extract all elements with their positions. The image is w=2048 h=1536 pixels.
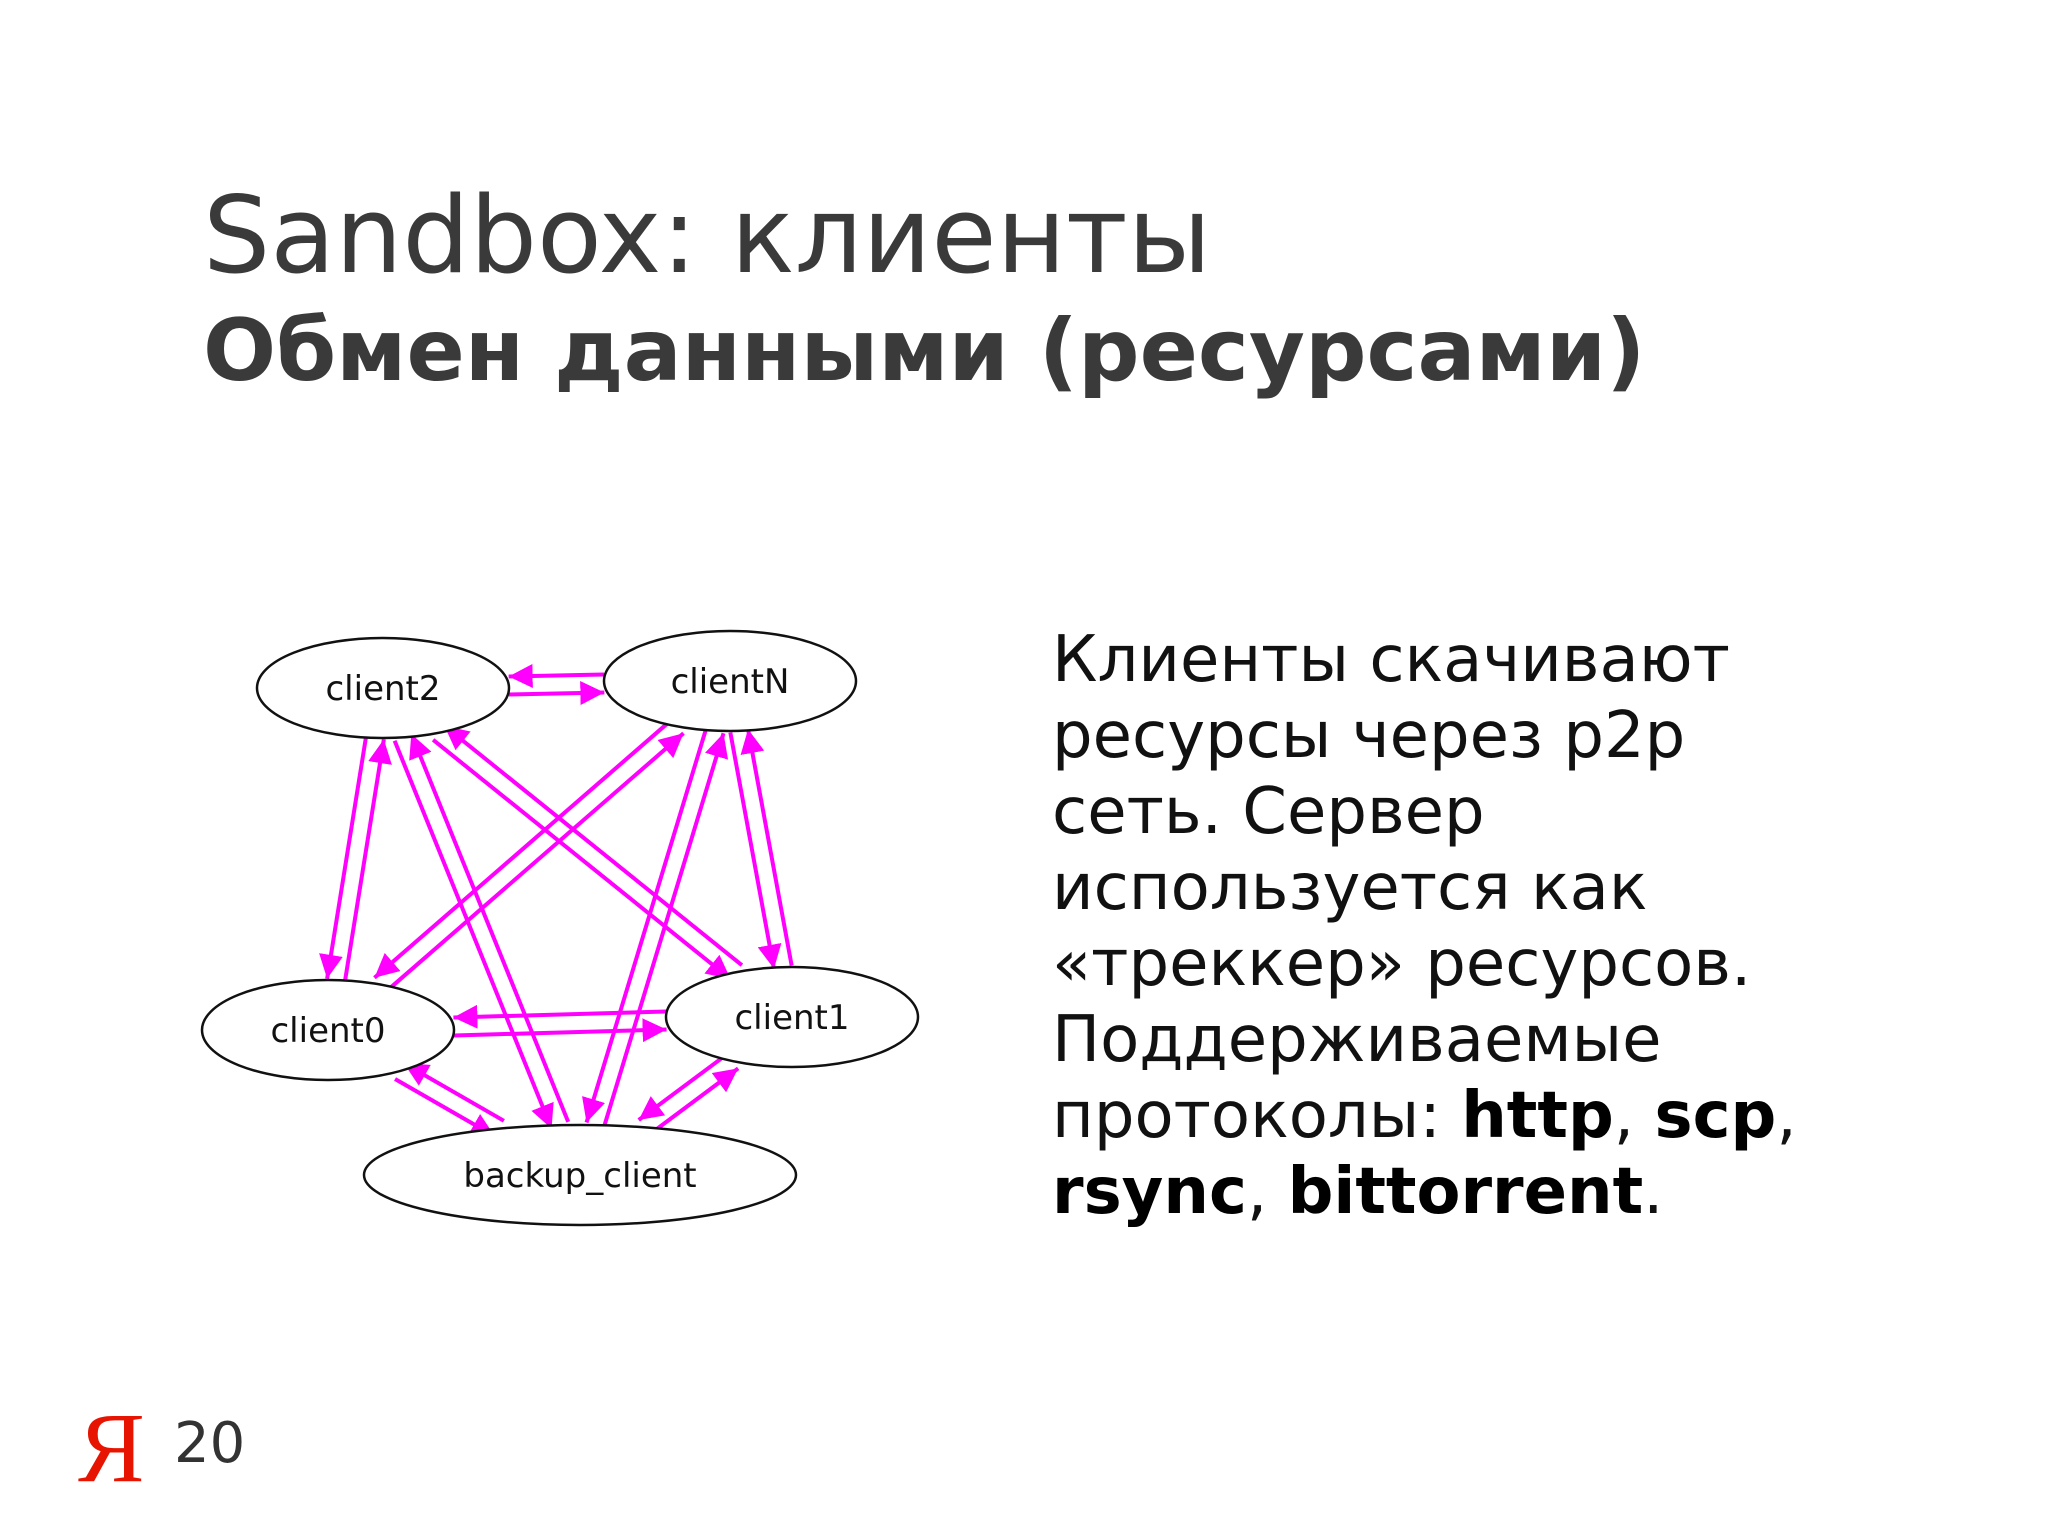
protocol-bittorrent: bittorrent [1287, 1155, 1644, 1229]
edge-client2-to-backup_client [392, 739, 554, 1130]
edge-backup_client-to-client0 [403, 1061, 505, 1123]
edge-backup_client-to-clientN [601, 732, 729, 1129]
node-clientN: clientN [602, 629, 858, 733]
edge-client0-to-backup_client [394, 1077, 496, 1139]
node-client1: client1 [664, 965, 920, 1069]
edge-client1-to-client2 [443, 724, 744, 967]
node-backup-client: backup_client [362, 1123, 798, 1227]
protocol-http: http [1461, 1079, 1614, 1153]
node-client2: client2 [255, 636, 511, 740]
protocols-line-2: rsync, bittorrent. [1052, 1154, 1952, 1230]
description-line: ресурсы через p2p [1052, 699, 1686, 773]
period: . [1643, 1155, 1664, 1229]
node-client0: client0 [200, 978, 456, 1082]
edge-client1-to-backup_client [637, 1052, 729, 1122]
slide-subtitle: Обмен данными (ресурсами) [203, 301, 1646, 401]
protocols-prefix: протоколы: [1052, 1079, 1462, 1153]
description-line: Поддерживаемые [1052, 1003, 1662, 1077]
edge-client2-to-client1 [431, 738, 732, 981]
edge-client1-to-client0 [453, 1004, 667, 1029]
description-line: Клиенты скачивают [1052, 623, 1730, 697]
edge-clientN-to-client2 [508, 663, 605, 688]
edge-backup_client-to-client2 [409, 733, 571, 1123]
edge-client2-to-client0 [319, 736, 369, 979]
edge-client0-to-client1 [453, 1018, 667, 1043]
separator: , [1613, 1079, 1655, 1153]
description-line: «треккер» ресурсов. [1052, 927, 1752, 1001]
separator: , [1776, 1079, 1797, 1153]
edge-backup_client-to-client1 [648, 1066, 740, 1137]
node-label: client0 [270, 1011, 385, 1051]
slide-title: Sandbox: клиенты [203, 174, 1212, 297]
description-line: сеть. Сервер [1052, 775, 1485, 849]
node-label: backup_client [463, 1156, 696, 1196]
node-label: client1 [734, 998, 849, 1038]
edge-client2-to-clientN [508, 681, 605, 706]
edge-client0-to-client2 [342, 739, 392, 982]
protocol-scp: scp [1654, 1079, 1777, 1153]
protocols-line: протоколы: http, scp, [1052, 1078, 1952, 1154]
yandex-logo: Я [78, 1392, 145, 1503]
diagram-edges [319, 663, 794, 1139]
edge-client0-to-clientN [384, 731, 685, 993]
page-number: 20 [174, 1411, 246, 1476]
description-line: используется как [1052, 851, 1648, 925]
edge-clientN-to-client0 [373, 718, 674, 980]
edge-clientN-to-backup_client [582, 727, 709, 1124]
separator: , [1246, 1155, 1288, 1229]
protocol-rsync: rsync [1052, 1155, 1247, 1229]
edge-client1-to-clientN [740, 728, 794, 966]
node-label: client2 [325, 669, 440, 709]
edge-clientN-to-client1 [728, 732, 782, 970]
node-label: clientN [671, 662, 790, 702]
description-text: Клиенты скачивают ресурсы через p2p сеть… [1052, 622, 1952, 1230]
